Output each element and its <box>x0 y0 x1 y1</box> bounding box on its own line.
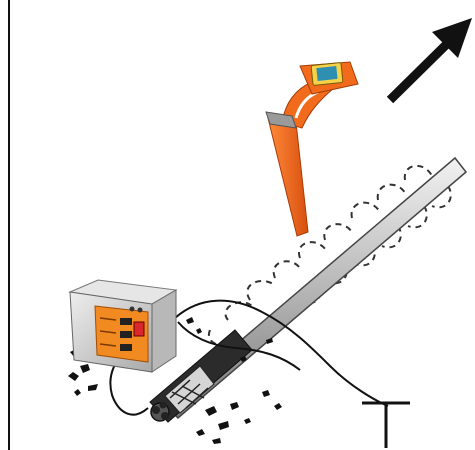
direction-arrow-icon <box>390 18 472 100</box>
ground-earth-icon <box>362 403 410 448</box>
transmitter-icon <box>70 280 176 372</box>
receiver-icon <box>266 62 358 236</box>
